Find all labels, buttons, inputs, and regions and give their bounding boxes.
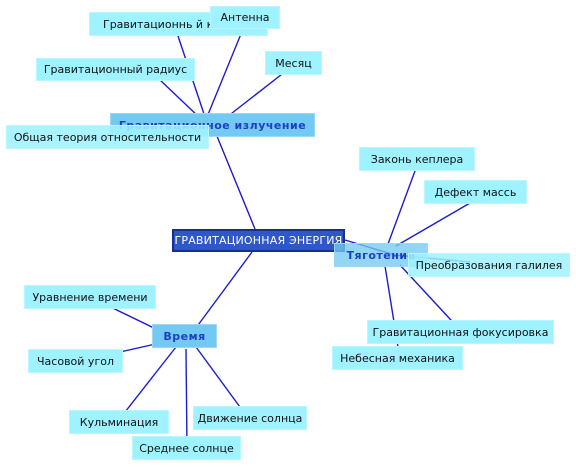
link-radiation-antenna xyxy=(206,28,244,118)
node-label: Законь кеплера xyxy=(370,152,464,166)
node-label: Кульминация xyxy=(79,415,159,429)
node-mass-defect[interactable]: Дефект массь xyxy=(424,180,527,204)
node-celestial-mechanics[interactable]: Небесная механика xyxy=(332,346,463,370)
node-label: Дефект массь xyxy=(434,185,517,199)
link-radiation-month xyxy=(226,70,287,118)
node-gravitational-focusing[interactable]: Гравитационная фокусировка xyxy=(367,320,554,344)
link-time-culmination xyxy=(117,346,177,422)
node-kepler-laws[interactable]: Законь кеплера xyxy=(359,147,475,171)
branch-label: Время xyxy=(163,329,206,343)
node-label: Месяц xyxy=(275,56,312,70)
node-label: Гравитационный радиус xyxy=(43,63,188,76)
root-label: ГРАВИТАЦИОННАЯ ЭНЕРГИЯ xyxy=(174,234,343,247)
node-general-relativity[interactable]: Общая теория относительности xyxy=(6,125,209,149)
node-equation-of-time[interactable]: Уравнение времени xyxy=(24,285,156,309)
link-radiation-radius xyxy=(159,79,201,119)
link-gravitation-mass-defect xyxy=(395,202,471,247)
node-galilean-transformations[interactable]: Преобразования галилея xyxy=(408,253,570,277)
node-label: Среднее солнце xyxy=(139,441,234,455)
node-label: Небесная механика xyxy=(340,351,455,365)
node-label: Антенна xyxy=(220,11,270,24)
node-antenna[interactable]: Антенна xyxy=(210,6,280,29)
node-hour-angle[interactable]: Часовой угол xyxy=(28,349,123,373)
node-label: Общая теория относительности xyxy=(13,130,202,144)
node-mean-sun[interactable]: Среднее солнце xyxy=(132,436,241,460)
root-node-gravitational-energy[interactable]: ГРАВИТАЦИОННАЯ ЭНЕРГИЯ xyxy=(172,229,345,252)
node-label: Движение солнца xyxy=(197,411,303,425)
node-label: Уравнение времени xyxy=(32,290,148,304)
branch-label: Тяготение xyxy=(346,248,416,262)
node-sun-motion[interactable]: Движение солнца xyxy=(193,406,307,430)
link-root-radiation xyxy=(211,123,256,230)
node-label: Преобразования галилея xyxy=(415,258,563,272)
link-time-mean-sun xyxy=(185,348,188,449)
link-root-time xyxy=(189,251,253,337)
node-month[interactable]: Месяц xyxy=(265,51,322,75)
node-culmination[interactable]: Кульминация xyxy=(69,410,169,434)
link-gravitation-kepler xyxy=(387,170,416,245)
node-label: Гравитационная фокусировка xyxy=(372,325,549,339)
node-label: Часовой угол xyxy=(37,354,114,368)
branch-time[interactable]: Время xyxy=(152,324,217,348)
node-gravitational-radius[interactable]: Гравитационный радиус xyxy=(36,58,195,81)
